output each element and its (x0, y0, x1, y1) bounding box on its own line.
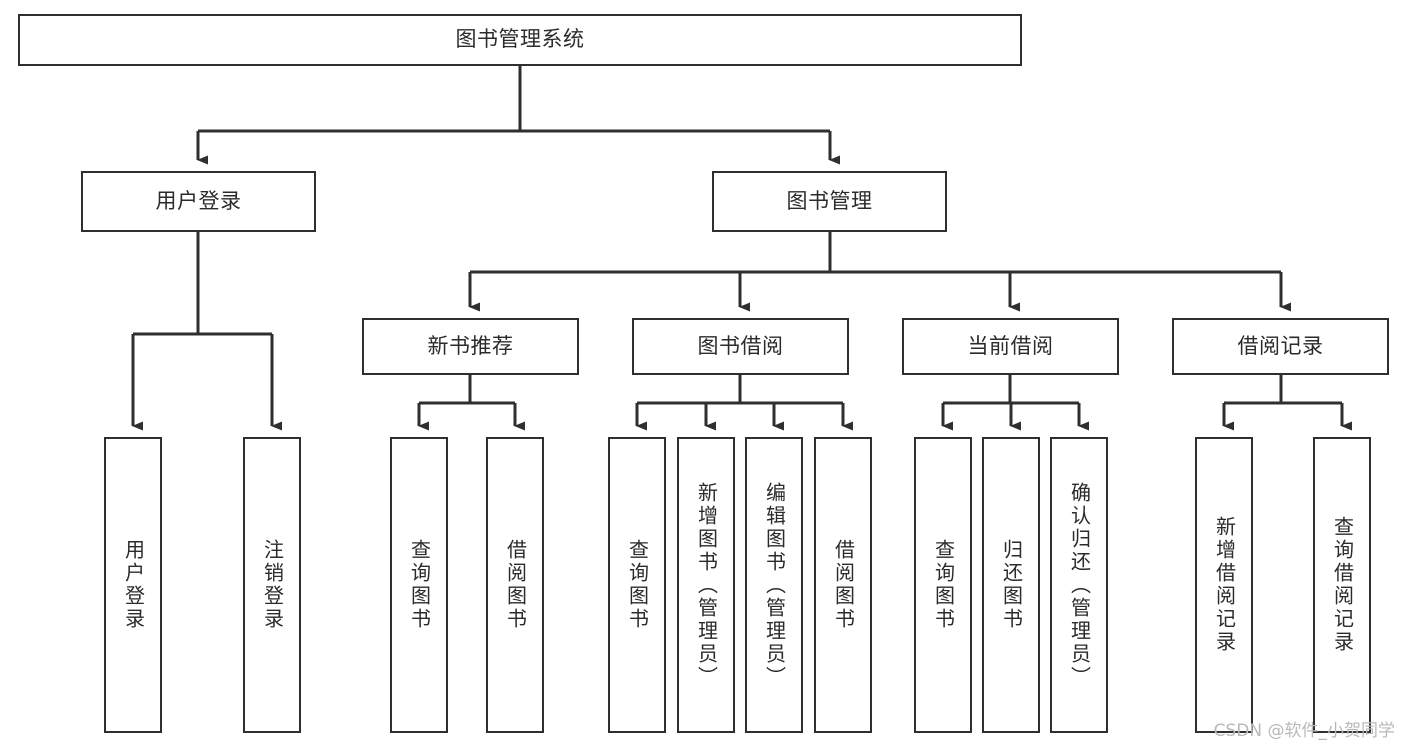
node-leaf-return-book[interactable]: 归还图书 (982, 437, 1040, 733)
node-book-borrow-label: 图书借阅 (697, 333, 784, 358)
node-new-book-recommend[interactable]: 新书推荐 (362, 318, 579, 375)
edges-currentborrow-to-leaves (941, 375, 1089, 431)
node-new-book-recommend-label: 新书推荐 (427, 333, 514, 358)
node-leaf-edit-book-label: 编辑图书（管理员） (762, 481, 787, 689)
node-leaf-query-record[interactable]: 查询借阅记录 (1313, 437, 1371, 733)
node-current-borrow[interactable]: 当前借阅 (902, 318, 1119, 375)
edges-borrowrecord-to-leaves (1222, 375, 1352, 431)
node-leaf-edit-book[interactable]: 编辑图书（管理员） (745, 437, 803, 733)
node-borrow-record[interactable]: 借阅记录 (1172, 318, 1389, 375)
node-leaf-add-record-label: 新增借阅记录 (1212, 516, 1237, 654)
node-leaf-query-book-3[interactable]: 查询图书 (914, 437, 972, 733)
edges-bookborrow-to-leaves (635, 375, 853, 431)
node-leaf-user-login-label: 用户登录 (121, 539, 146, 631)
node-leaf-return-book-label: 归还图书 (999, 539, 1024, 631)
node-leaf-logout-login-label: 注销登录 (260, 539, 285, 631)
node-root-label: 图书管理系统 (455, 27, 585, 52)
edges-userlogin-to-leaves (131, 232, 282, 431)
node-book-borrow[interactable]: 图书借阅 (632, 318, 849, 375)
node-leaf-add-book[interactable]: 新增图书（管理员） (677, 437, 735, 733)
node-leaf-query-book-2[interactable]: 查询图书 (608, 437, 666, 733)
node-borrow-record-label: 借阅记录 (1237, 333, 1324, 358)
node-leaf-logout-login[interactable]: 注销登录 (243, 437, 301, 733)
edges-newbook-to-leaves (417, 375, 525, 431)
edges-root-to-level2 (196, 66, 840, 165)
node-user-login[interactable]: 用户登录 (81, 171, 316, 232)
node-leaf-query-book-1-label: 查询图书 (407, 539, 432, 631)
node-leaf-query-record-label: 查询借阅记录 (1330, 516, 1355, 654)
node-leaf-borrow-book-2[interactable]: 借阅图书 (814, 437, 872, 733)
node-leaf-confirm-return-label: 确认归还（管理员） (1067, 481, 1092, 689)
node-leaf-query-book-3-label: 查询图书 (931, 539, 956, 631)
node-leaf-add-book-label: 新增图书（管理员） (694, 481, 719, 689)
node-root[interactable]: 图书管理系统 (18, 14, 1022, 66)
node-leaf-user-login[interactable]: 用户登录 (104, 437, 162, 733)
node-leaf-query-book-1[interactable]: 查询图书 (390, 437, 448, 733)
edges-bookmanage-to-level3 (468, 232, 1291, 312)
node-leaf-confirm-return[interactable]: 确认归还（管理员） (1050, 437, 1108, 733)
csdn-watermark: CSDN @软件_小贺同学 (1213, 721, 1395, 741)
node-leaf-query-book-2-label: 查询图书 (625, 539, 650, 631)
node-leaf-borrow-book-1[interactable]: 借阅图书 (486, 437, 544, 733)
node-leaf-borrow-book-2-label: 借阅图书 (831, 539, 856, 631)
node-leaf-borrow-book-1-label: 借阅图书 (503, 539, 528, 631)
node-book-manage[interactable]: 图书管理 (712, 171, 947, 232)
node-leaf-add-record[interactable]: 新增借阅记录 (1195, 437, 1253, 733)
node-book-manage-label: 图书管理 (786, 188, 873, 213)
node-user-login-label: 用户登录 (155, 188, 242, 213)
node-current-borrow-label: 当前借阅 (967, 333, 1054, 358)
